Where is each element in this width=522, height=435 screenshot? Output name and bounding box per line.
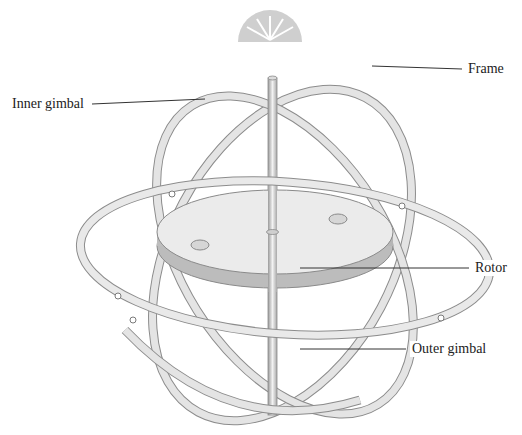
rotor-hole — [329, 214, 347, 224]
outer-gimbal — [75, 168, 495, 348]
frame-ring-front — [125, 330, 360, 411]
part-label: Rotor — [473, 260, 509, 276]
outer-gimbal-ring — [75, 168, 495, 348]
pivot — [438, 315, 444, 321]
watermark-disc — [238, 10, 302, 42]
inner-gimbal-ring-edge — [104, 51, 467, 435]
frame-ring-edge — [100, 45, 465, 435]
pivot — [115, 293, 121, 299]
shaft-end — [268, 76, 277, 80]
pivots — [115, 191, 444, 323]
leader-line — [92, 99, 205, 104]
watermark-ray — [269, 16, 271, 40]
watermark-ray — [270, 27, 293, 40]
frame-ring-front-edge — [125, 330, 360, 411]
part-label: Frame — [466, 61, 506, 77]
part-label: Outer gimbal — [410, 341, 488, 357]
leader-line — [300, 349, 406, 350]
inner-gimbal-ring — [104, 51, 467, 435]
shaft-lower — [268, 232, 277, 292]
shaft-hub — [267, 230, 279, 235]
outer-gimbal-ring-edge — [75, 168, 495, 348]
pivot — [169, 191, 175, 197]
watermark-base — [236, 42, 304, 46]
leader-line — [300, 268, 469, 269]
part-label: Inner gimbal — [10, 96, 86, 112]
watermark-rays — [247, 16, 293, 40]
leader-line — [372, 66, 462, 69]
leader-lines — [92, 66, 469, 349]
rings-front — [125, 330, 360, 411]
rotor-shaft — [268, 78, 277, 415]
pivot — [399, 203, 405, 209]
rings-back — [100, 45, 467, 435]
rotor-hole — [191, 240, 209, 250]
frame-ring — [100, 45, 465, 435]
pivot — [130, 317, 136, 323]
watermark-logo — [236, 10, 304, 46]
watermark-ray — [247, 27, 270, 40]
